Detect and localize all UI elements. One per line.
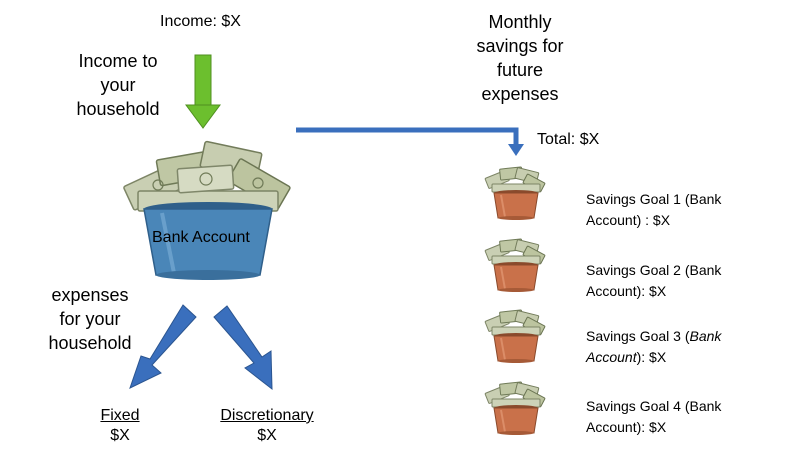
income-line-3: household [76, 99, 160, 119]
savings-line-3: future [496, 60, 544, 80]
income-label: Income: $X [160, 13, 241, 30]
fixed-expense: Fixed $X [90, 406, 150, 446]
expenses-line-1: expenses [51, 285, 129, 305]
goal-3-line-1: Savings Goal 3 (Bank [586, 326, 721, 347]
goal-1-line-2: Account) : $X [586, 212, 671, 228]
monthly-savings-label: Monthly savings for future expenses [470, 10, 570, 106]
goal-2-line-2: Account): $X [586, 283, 667, 299]
expenses-line-2: for your [59, 309, 121, 329]
savings-goal-1: Savings Goal 1 (Bank Account) : $X [586, 189, 721, 231]
fixed-value: $X [110, 427, 130, 444]
discretionary-arrow [213, 305, 273, 391]
income-to-household-label: Income to your household [70, 49, 166, 121]
goal-1-line-1: Savings Goal 1 (Bank [586, 191, 722, 207]
income-arrow [185, 54, 221, 129]
income-line-2: your [100, 75, 136, 95]
bank-account-bucket [123, 140, 291, 280]
blue-bucket-icon [143, 202, 273, 280]
bank-account-label: Bank Account [152, 229, 250, 246]
income-line-1: Income to [78, 51, 158, 71]
fixed-arrow [129, 304, 197, 389]
savings-bucket-icon [484, 238, 547, 293]
money-pile-icon [123, 140, 291, 212]
savings-line-4: expenses [481, 84, 559, 104]
savings-bucket-icon [484, 309, 547, 364]
savings-line-2: savings for [476, 36, 564, 56]
goal-4-line-2: Account): $X [586, 419, 667, 435]
goal-4-line-1: Savings Goal 4 (Bank [586, 398, 722, 414]
savings-arrow [296, 127, 524, 156]
expenses-line-3: household [48, 333, 132, 353]
expenses-label: expenses for your household [38, 283, 142, 355]
total-label: Total: $X [537, 131, 600, 148]
savings-bucket-icon [484, 166, 547, 221]
goal-3-line-2-plain: ): $X [636, 349, 667, 365]
savings-goal-4: Savings Goal 4 (Bank Account): $X [586, 396, 721, 438]
goal-3-line-2-italic: Account [586, 349, 637, 365]
goal-2-line-1: Savings Goal 2 (Bank [586, 262, 722, 278]
goal-3-line-1-italic: Bank [689, 328, 722, 344]
goal-3-line-2: Account): $X [586, 347, 721, 368]
savings-goal-2: Savings Goal 2 (Bank Account): $X [586, 260, 721, 302]
savings-goal-3: Savings Goal 3 (Bank Account): $X [586, 326, 721, 368]
fixed-title: Fixed [100, 407, 140, 424]
discretionary-value: $X [257, 427, 277, 444]
savings-bucket-icon [484, 381, 547, 436]
discretionary-expense: Discretionary $X [208, 406, 326, 446]
discretionary-title: Discretionary [220, 407, 314, 424]
goal-3-line-1-plain: Savings Goal 3 ( [586, 328, 690, 344]
savings-line-1: Monthly [488, 12, 552, 32]
